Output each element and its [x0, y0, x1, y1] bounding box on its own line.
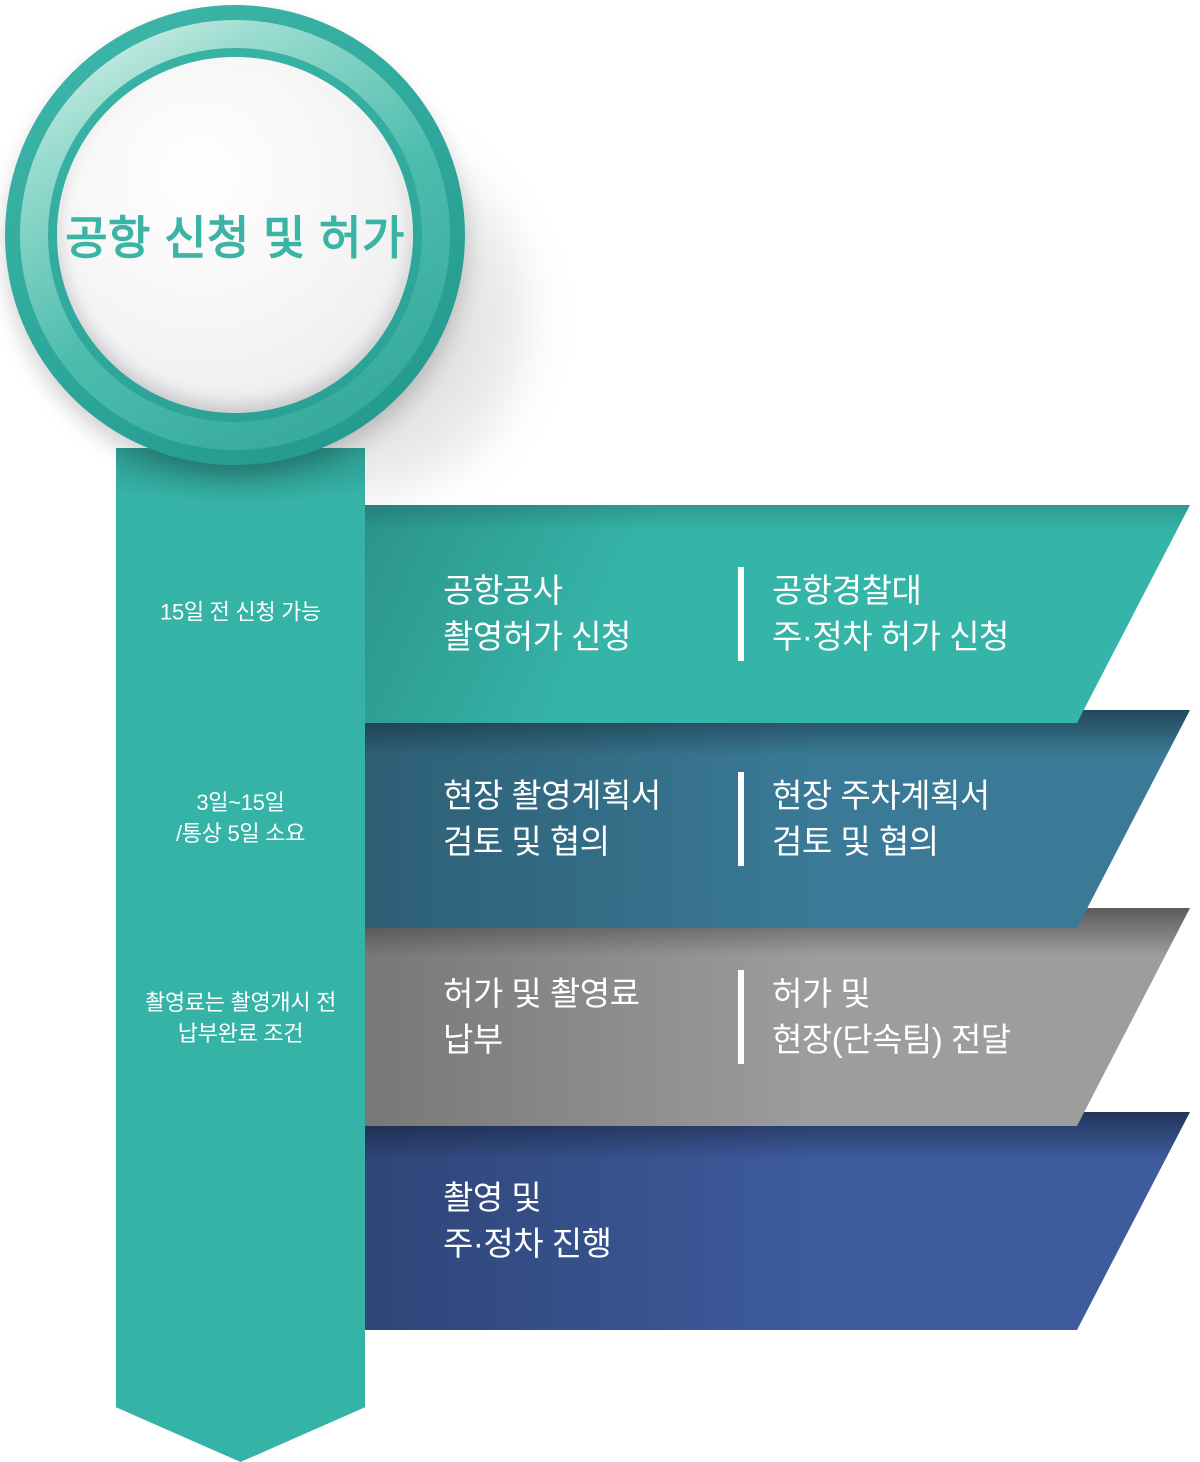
step1-right-text: 공항경찰대 주·정차 허가 신청	[772, 568, 1009, 660]
divider-line	[738, 772, 744, 866]
ribbon-note-2: 3일~15일 /통상 5일 소요	[116, 787, 365, 849]
text-line: 검토 및 협의	[443, 823, 610, 860]
title-circle: 공항 신청 및 허가	[5, 5, 465, 465]
text-line: 주·정차 진행	[443, 1225, 612, 1262]
circle-face: 공항 신청 및 허가	[57, 57, 413, 413]
divider-line	[738, 970, 744, 1064]
text-line: 검토 및 협의	[772, 823, 939, 860]
step1-left-text: 공항공사 촬영허가 신청	[443, 568, 738, 660]
text-line: 현장 촬영계획서	[443, 777, 661, 814]
text-line: 납부	[443, 1021, 503, 1058]
step3-left-text: 허가 및 촬영료 납부	[443, 971, 738, 1063]
text-line: 현장(단속팀) 전달	[772, 1021, 1011, 1058]
step4-left-text: 촬영 및 주·정차 진행	[443, 1175, 738, 1267]
ribbon-note-1: 15일 전 신청 가능	[116, 597, 365, 628]
timeline-ribbon: 15일 전 신청 가능 3일~15일 /통상 5일 소요 촬영료는 촬영개시 전…	[116, 448, 365, 1462]
step2-right-text: 현장 주차계획서 검토 및 협의	[772, 773, 990, 865]
page-title: 공항 신청 및 허가	[65, 212, 405, 264]
text-line: 15일 전 신청 가능	[160, 599, 321, 625]
text-line: 허가 및	[772, 975, 871, 1012]
step-banner-1: 공항공사 촬영허가 신청 공항경찰대 주·정차 허가 신청	[365, 505, 1190, 723]
text-line: 공항공사	[443, 572, 563, 609]
ribbon-note-3: 촬영료는 촬영개시 전 납부완료 조건	[116, 987, 365, 1049]
step-banner-3: 허가 및 촬영료 납부 허가 및 현장(단속팀) 전달	[365, 908, 1190, 1126]
text-line: 공항경찰대	[772, 572, 922, 609]
text-line: 납부완료 조건	[177, 1021, 304, 1046]
text-line: /통상 5일 소요	[175, 821, 306, 846]
text-line: 현장 주차계획서	[772, 777, 990, 814]
text-line: 허가 및 촬영료	[443, 975, 640, 1012]
text-line: 주·정차 허가 신청	[772, 618, 1009, 655]
divider-line	[738, 567, 744, 661]
text-line: 촬영 및	[443, 1179, 542, 1216]
step-banner-4: 촬영 및 주·정차 진행	[365, 1112, 1190, 1330]
text-line: 촬영료는 촬영개시 전	[144, 990, 337, 1015]
step2-left-text: 현장 촬영계획서 검토 및 협의	[443, 773, 738, 865]
text-line: 촬영허가 신청	[443, 618, 631, 655]
text-line: 3일~15일	[196, 790, 285, 815]
step3-right-text: 허가 및 현장(단속팀) 전달	[772, 971, 1011, 1063]
step-banner-2: 현장 촬영계획서 검토 및 협의 현장 주차계획서 검토 및 협의	[365, 710, 1190, 928]
